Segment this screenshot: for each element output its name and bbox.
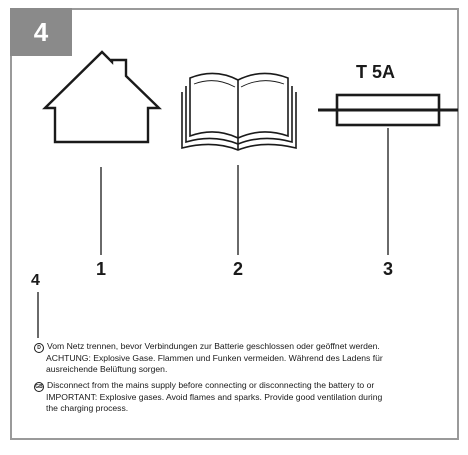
figure-number-badge: 4 <box>10 8 72 56</box>
note-german-line-2: ACHTUNG: Explosive Gase. Flammen und Fun… <box>46 353 383 363</box>
note-english-line-1: Disconnect from the mains supply before … <box>47 380 375 390</box>
german-language-flag-icon: D <box>34 343 44 353</box>
fuse-rating-label: T 5A <box>356 62 396 82</box>
note-english-line-3: the charging process. <box>46 403 129 413</box>
fuse-icon <box>318 93 458 127</box>
english-language-flag-icon: GB <box>34 382 44 392</box>
callout-number-3: 3 <box>383 259 394 279</box>
callout-number-2: 2 <box>233 259 244 279</box>
note-english-line-2: IMPORTANT: Explosive gases. Avoid flames… <box>46 392 383 402</box>
figure-frame <box>10 8 459 440</box>
callout-number-1: 1 <box>96 259 107 279</box>
callout-number-4: 4 <box>31 272 40 289</box>
book-icon <box>181 72 297 151</box>
house-icon <box>42 50 162 144</box>
note-german-line-3: ausreichende Belüftung sorgen. <box>46 364 168 374</box>
note-german-line-1: Vom Netz trennen, bevor Verbindungen zur… <box>47 341 380 351</box>
